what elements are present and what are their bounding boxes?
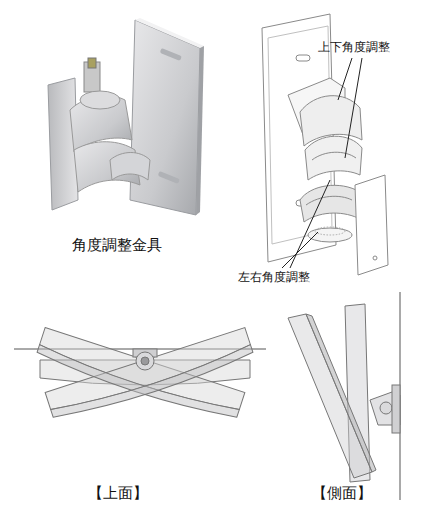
- view-label: 【上面】: [88, 484, 148, 502]
- side-view: [288, 292, 400, 500]
- bracket-photo: [48, 18, 204, 215]
- callout-label: 左右角度調整: [238, 270, 310, 284]
- top-view: [14, 328, 266, 424]
- part-name: 角度調整金具: [72, 236, 162, 254]
- view-label: 【側面】: [312, 484, 372, 502]
- callout-label: 上下角度調整: [318, 40, 390, 54]
- leader-line: [282, 58, 362, 268]
